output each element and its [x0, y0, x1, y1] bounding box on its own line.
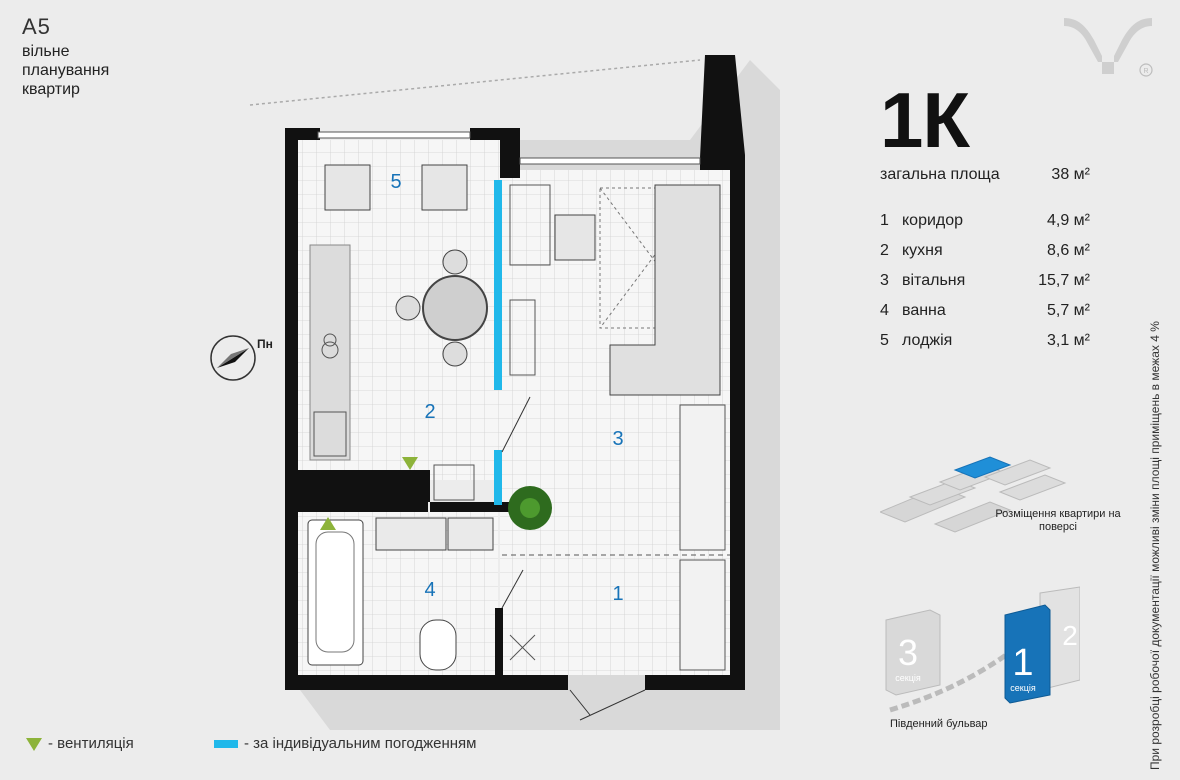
plan-code-block: А5 вільне планування квартир [22, 14, 109, 99]
compass-icon: Пн [210, 335, 273, 381]
section-3-number: 3 [898, 632, 918, 673]
room-name: кухня [902, 242, 943, 259]
section-2-number: 2 [1062, 620, 1078, 651]
room-name: ванна [902, 302, 946, 319]
section-1-label: секція [1010, 683, 1036, 693]
room-num: 1 [880, 212, 889, 229]
area-change-note-text: При розробці робочої документації можлив… [1148, 321, 1162, 770]
room-number-2: 2 [424, 401, 435, 423]
plan-code: А5 [22, 14, 51, 39]
floor-plan: 5 2 3 4 1 [249, 55, 780, 730]
room-row: 3 вітальня 15,7 м² [880, 272, 1090, 302]
section-1-number: 1 [1012, 642, 1033, 684]
plan-description: вільне планування квартир [22, 42, 109, 99]
building-sections: 3 секція 2 1 секція [885, 586, 1080, 713]
street-name: Південний бульвар [890, 718, 988, 730]
ventilation-icon [26, 737, 42, 751]
total-area-value: 38 м² [1051, 166, 1090, 183]
area-change-note: При розробці робочої документації можлив… [1148, 300, 1168, 770]
room-num: 5 [880, 332, 889, 349]
blue-wall-icon [214, 740, 238, 749]
room-number-4: 4 [424, 579, 435, 601]
room-name: вітальня [902, 272, 966, 289]
room-num: 4 [880, 302, 889, 319]
compass-label: Пн [257, 337, 273, 351]
room-area: 15,7 м² [1038, 272, 1090, 289]
room-list: 1 коридор 4,9 м² 2 кухня 8,6 м² 3 вітальня 15,… [880, 212, 1090, 362]
room-row: 1 коридор 4,9 м² [880, 212, 1090, 242]
section-3-label: секція [895, 673, 921, 683]
room-area: 5,7 м² [1046, 302, 1090, 319]
room-area: 8,6 м² [1046, 242, 1090, 259]
total-area-label: загальна площа [880, 166, 1000, 183]
room-area: 3,1 м² [1046, 332, 1090, 349]
plan-description-line: квартир [22, 81, 80, 98]
room-num: 3 [880, 272, 889, 289]
legend-individual-text: - за індивідуальним погодженням [244, 735, 477, 752]
room-row: 4 ванна 5,7 м² [880, 302, 1090, 332]
room-row: 2 кухня 8,6 м² [880, 242, 1090, 272]
room-name: лоджія [902, 332, 953, 349]
legend-ventilation: - вентиляція [26, 735, 134, 752]
legend-individual: - за індивідуальним погодженням [214, 735, 477, 752]
room-number-3: 3 [612, 428, 623, 450]
room-number-1: 1 [612, 583, 623, 605]
plan-description-line: планування [22, 62, 110, 79]
plan-description-line: вільне [22, 43, 70, 60]
floor-location-label: Розміщення квартири на поверсі [995, 508, 1121, 533]
apartment-type: 1К [880, 76, 970, 164]
legend-ventilation-text: - вентиляція [48, 735, 134, 752]
compass: Пн [205, 328, 285, 393]
room-name: коридор [902, 212, 964, 229]
room-number-5: 5 [390, 171, 401, 193]
total-area-row: загальна площа 38 м² [880, 166, 1090, 184]
brand-logo: R [1058, 12, 1158, 87]
floor-location-diagram [880, 456, 1067, 533]
svg-text:R: R [1143, 68, 1148, 75]
room-num: 2 [880, 242, 889, 259]
room-row: 5 лоджія 3,1 м² [880, 332, 1090, 362]
room-area: 4,9 м² [1046, 212, 1090, 229]
